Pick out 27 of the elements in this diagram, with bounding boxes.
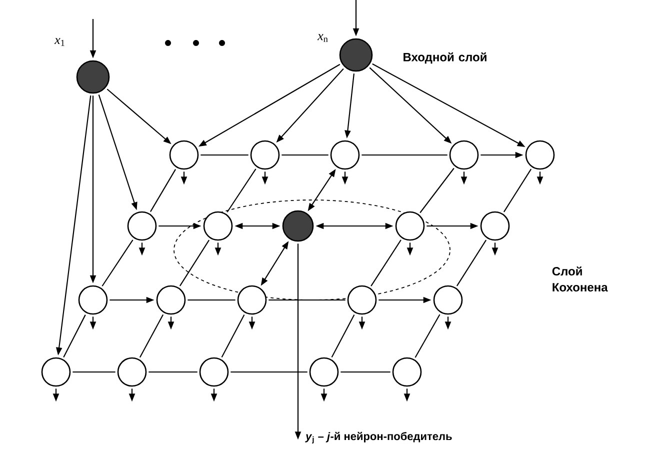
neuron — [169, 140, 199, 170]
neuron — [480, 211, 510, 241]
winner-neuron — [282, 210, 314, 242]
neuron — [449, 140, 479, 170]
layer-label: Входной слой — [404, 52, 486, 64]
neuron — [525, 140, 555, 170]
neuron — [117, 357, 147, 387]
neuron — [392, 357, 422, 387]
neuron — [127, 211, 157, 241]
neuron — [347, 285, 377, 315]
neuron — [41, 357, 71, 387]
input-label: x$_{1}$ — [54, 38, 64, 46]
neuron — [309, 357, 339, 387]
neuron — [237, 285, 267, 315]
input-neuron — [76, 60, 110, 94]
edge-label: y$_{j}$ – j-й нейрон-победитель — [305, 432, 452, 444]
neuron — [395, 211, 425, 241]
input-neuron — [339, 38, 373, 72]
neuron — [433, 285, 463, 315]
neuron — [203, 211, 233, 241]
neuron — [250, 140, 280, 170]
neuron — [156, 285, 186, 315]
layer-label: Слой Кохонена — [552, 266, 608, 292]
neuron — [78, 285, 108, 315]
neuron — [330, 140, 360, 170]
input-label: x$_{n}$ — [317, 34, 328, 42]
neuron — [199, 357, 229, 387]
